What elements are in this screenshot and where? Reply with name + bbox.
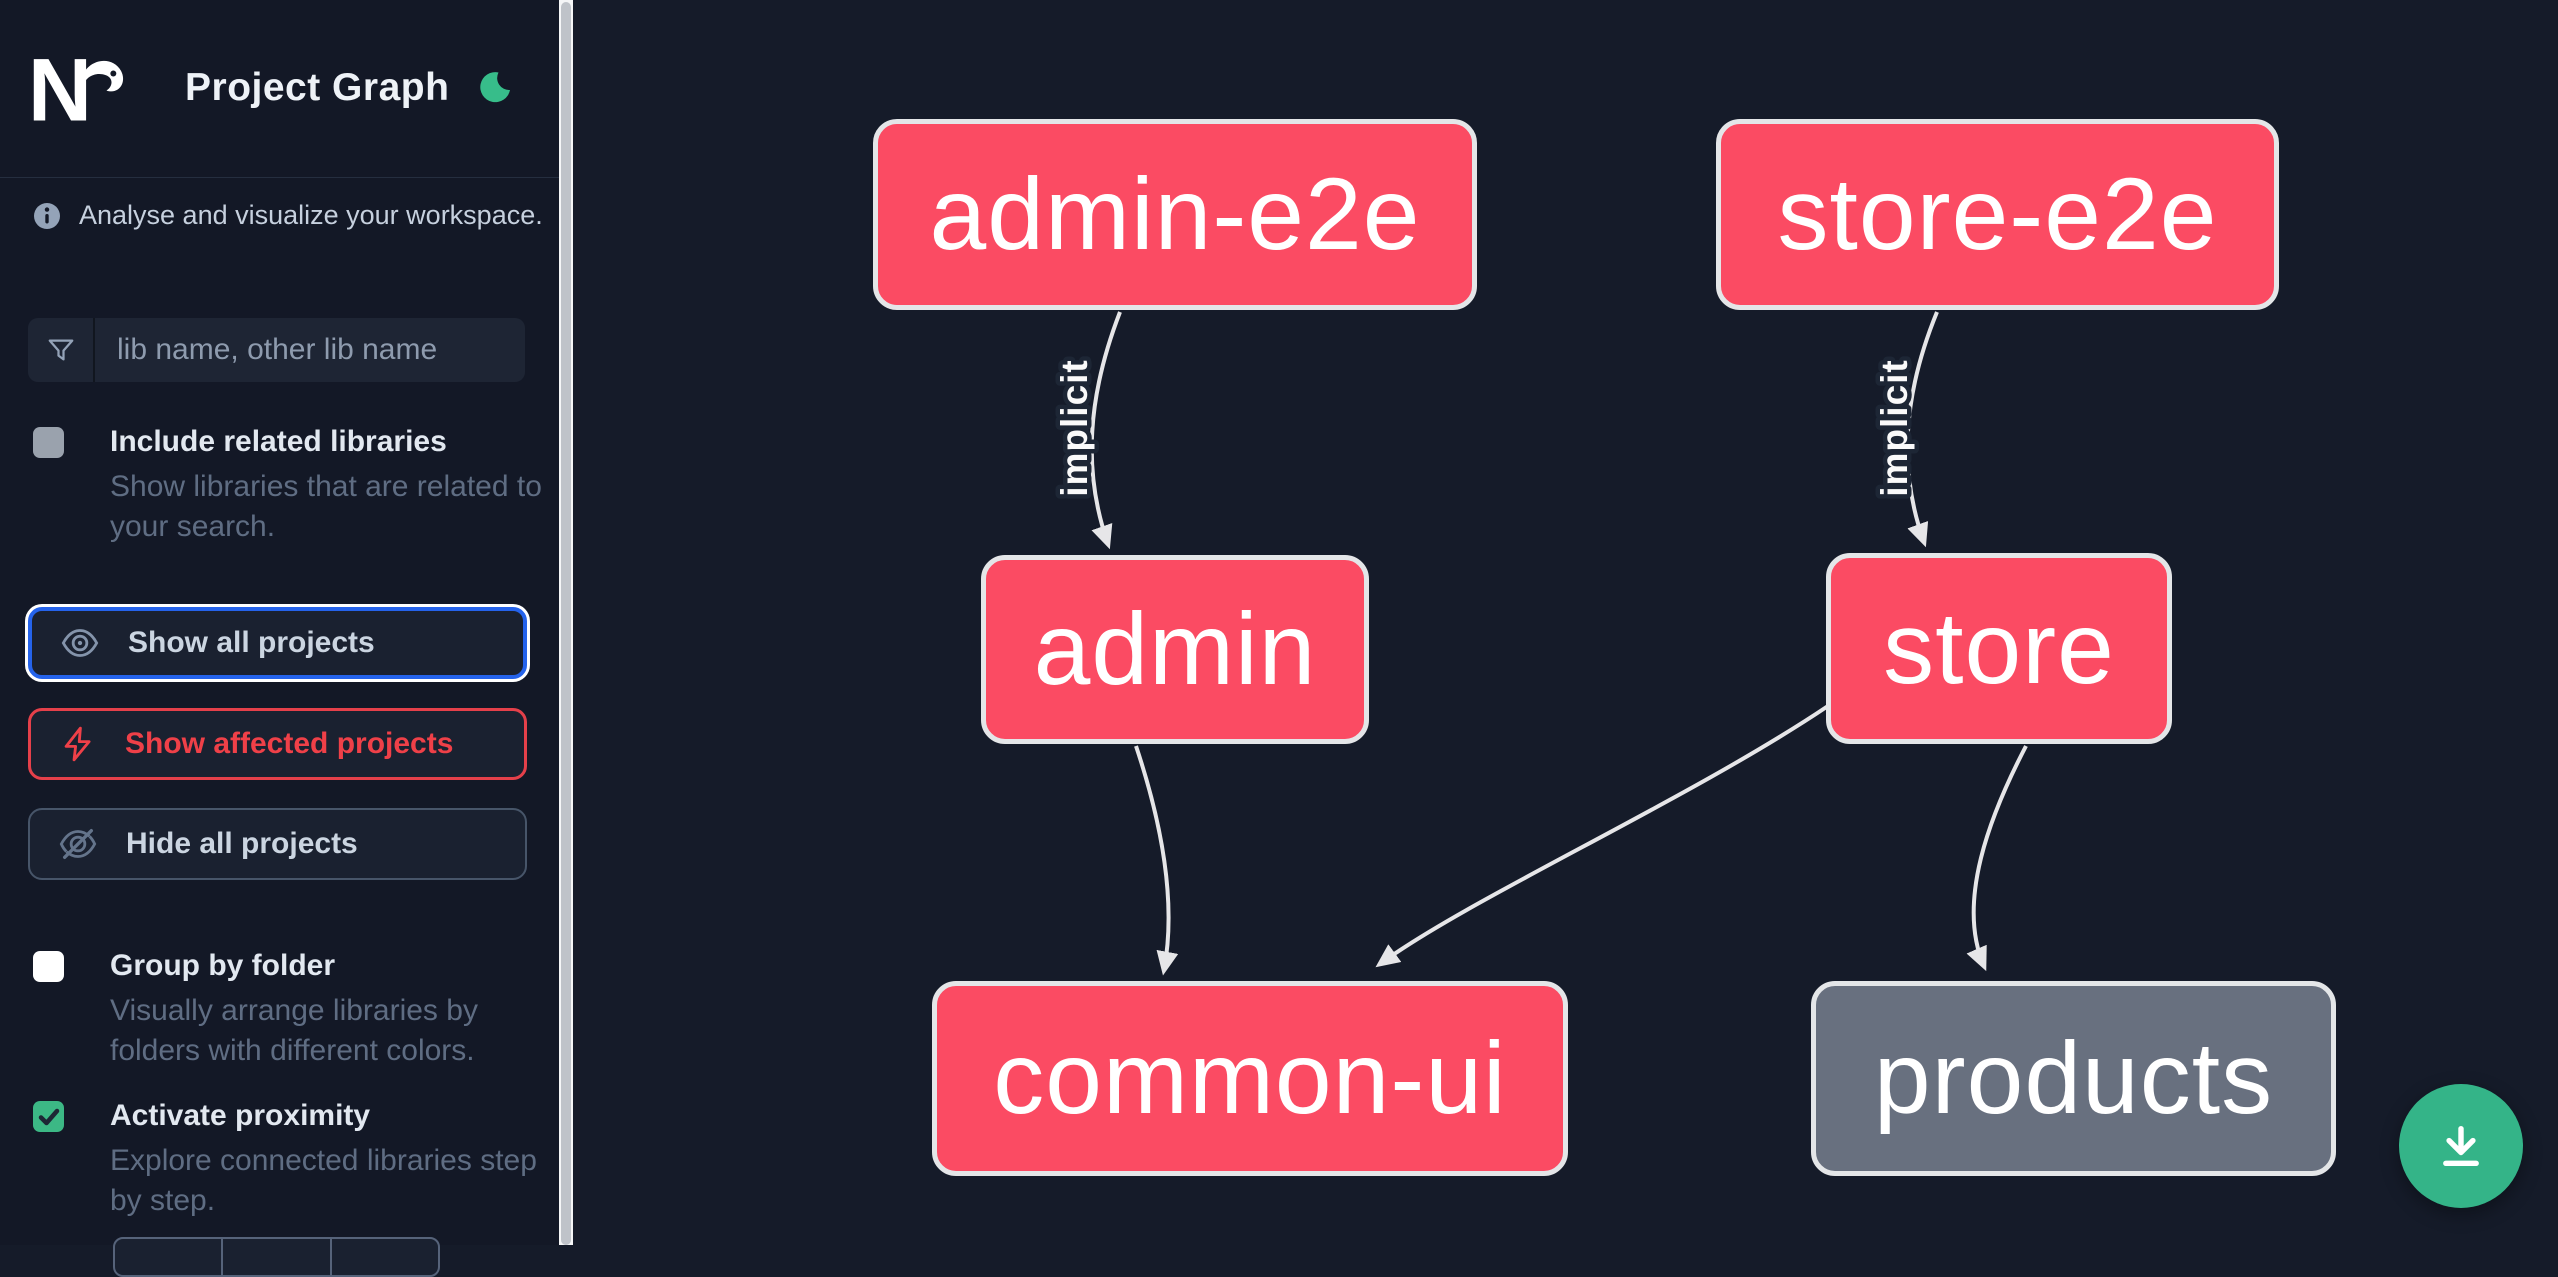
group-by-folder-checkbox[interactable] <box>33 951 64 982</box>
save-image-button[interactable] <box>2399 1084 2523 1208</box>
group-by-folder-description: Visually arrange libraries by folders wi… <box>110 994 478 1067</box>
group-by-folder-option: Group by folder Visually arrange librari… <box>33 949 560 1071</box>
proximity-depth-value <box>223 1239 332 1275</box>
proximity-depth-increment[interactable] <box>332 1239 438 1275</box>
graph-edge-admin-e2e-to-admin <box>1089 311 1122 550</box>
graph-edges-layer: implicit implicit <box>1049 311 2028 976</box>
filter-funnel-icon <box>28 318 95 382</box>
download-icon <box>2435 1120 2487 1172</box>
project-filter <box>28 318 525 382</box>
page-title: Project Graph <box>185 66 450 109</box>
edge-label-store-e2e-to-store: implicit <box>1874 359 1915 497</box>
show-all-projects-label: Show all projects <box>128 626 375 659</box>
activate-proximity-checkbox[interactable] <box>33 1101 64 1132</box>
show-affected-projects-button[interactable]: Show affected projects <box>28 708 527 780</box>
graph-edge-store-e2e-to-store <box>1905 311 1939 548</box>
moon-icon <box>476 70 512 106</box>
hide-all-projects-button[interactable]: Hide all projects <box>28 808 527 880</box>
graph-node-admin-e2e[interactable]: admin-e2e <box>873 119 1477 310</box>
edge-label-admin-e2e-to-admin: implicit <box>1054 359 1095 497</box>
hide-all-projects-label: Hide all projects <box>126 827 358 860</box>
svg-text:N: N <box>33 43 92 133</box>
graph-node-products[interactable]: products <box>1811 981 2336 1176</box>
eye-off-icon <box>58 824 98 864</box>
proximity-depth-control <box>113 1237 440 1277</box>
activate-proximity-description: Explore connected libraries step by step… <box>110 1144 537 1217</box>
include-related-option: Include related libraries Show libraries… <box>33 425 560 547</box>
activate-proximity-option: Activate proximity Explore connected lib… <box>33 1099 560 1221</box>
activate-proximity-label[interactable]: Activate proximity <box>110 1099 371 1132</box>
dark-mode-toggle[interactable] <box>476 70 512 106</box>
eye-icon <box>60 623 100 663</box>
workspace-hint-text: Analyse and visualize your workspace. <box>79 200 543 230</box>
graph-node-admin[interactable]: admin <box>981 555 1369 744</box>
proximity-depth-decrement[interactable] <box>115 1239 224 1275</box>
workspace-hint: Analyse and visualize your workspace. <box>33 200 543 231</box>
graph-nodes-layer: admin-e2e store-e2e admin store common-ui pro… <box>873 119 2336 1176</box>
search-input[interactable] <box>95 318 525 382</box>
graph-node-common-ui[interactable]: common-ui <box>932 981 1568 1176</box>
lightning-icon <box>59 725 97 763</box>
include-related-label[interactable]: Include related libraries <box>110 425 447 458</box>
include-related-checkbox[interactable] <box>33 427 64 458</box>
graph-edge-store-to-products <box>1966 745 2028 972</box>
sidebar-scrollbar-thumb[interactable] <box>561 2 571 1245</box>
sidebar: N Project Graph Analyse and visualize yo… <box>0 0 560 1277</box>
graph-edge-store-to-common-ui <box>1375 704 1830 968</box>
group-by-folder-label[interactable]: Group by folder <box>110 949 335 982</box>
sidebar-scrollbar-track <box>559 0 573 1245</box>
graph-node-store[interactable]: store <box>1826 553 2172 744</box>
graph-edge-admin-to-common-ui <box>1134 745 1179 976</box>
brand-header: N Project Graph <box>33 40 512 136</box>
header-divider <box>0 177 560 178</box>
show-affected-projects-label: Show affected projects <box>125 727 454 760</box>
nx-logo: N <box>33 43 127 133</box>
graph-node-store-e2e[interactable]: store-e2e <box>1716 119 2279 310</box>
info-icon <box>33 202 61 230</box>
show-all-projects-button[interactable]: Show all projects <box>28 607 527 679</box>
include-related-description: Show libraries that are related to your … <box>110 470 542 543</box>
